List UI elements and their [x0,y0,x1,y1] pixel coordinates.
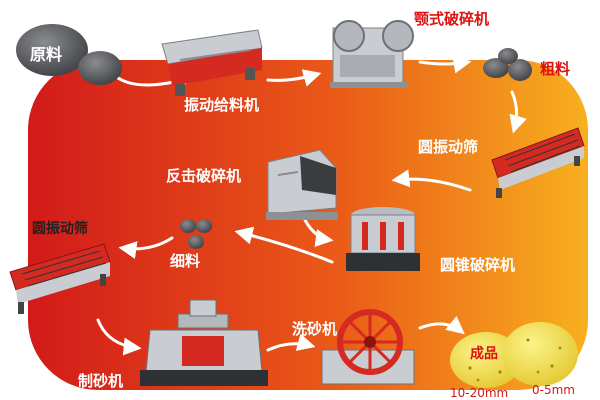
label-finished-product: 成品 [470,346,498,362]
label-jaw-crusher: 颚式破碎机 [414,10,490,28]
label-cone-crusher: 圆锥破碎机 [440,256,516,274]
arrow-jaw-to-coarse [418,55,472,74]
arrow-fine-to-screen [118,236,174,259]
fine-material-stones-icon [180,219,212,249]
label-vibrating-feeder: 振动给料机 [184,96,260,114]
label-raw-material: 原料 [30,45,63,64]
coarse-material-stones-icon [483,48,532,81]
arrow-impact-to-cone [303,218,334,248]
label-circular-screen-1: 圆振动筛 [418,138,479,156]
jaw-crusher-machine [330,20,414,88]
label-sand-maker: 制砂机 [78,372,124,390]
label-impact-crusher: 反击破碎机 [166,167,242,185]
flow-arrows [96,55,527,356]
arrow-screen-to-impact [391,169,472,192]
arrow-feeder-to-jaw [266,69,322,87]
label-fine-material: 细料 [170,252,201,270]
label-size-coarse: 10-20mm [450,386,509,400]
circular-screen-2-machine [9,243,111,314]
circular-screen-1-machine [491,127,585,198]
label-size-fine: 0-5mm [532,383,575,397]
label-sand-washer: 洗砂机 [292,320,338,338]
label-circular-screen-2: 圆振动筛 [32,221,88,237]
arrow-coarse-to-screen [509,90,527,134]
arrow-washer-to-product [418,315,465,335]
arrow-screen-to-sandmaker [96,318,142,356]
arrow-cone-to-fine [234,226,334,264]
vibrating-feeder-machine [161,29,263,96]
label-coarse-material: 粗料 [540,60,571,78]
cone-crusher-machine [346,207,420,271]
sand-washer-machine [321,309,415,385]
sand-maker-machine [140,299,268,386]
finished-product-piles-icon [450,322,578,388]
impact-crusher-machine [266,149,338,220]
raw-material-stones-icon [16,24,122,85]
arrow-sandmaker-to-washer [266,333,316,352]
